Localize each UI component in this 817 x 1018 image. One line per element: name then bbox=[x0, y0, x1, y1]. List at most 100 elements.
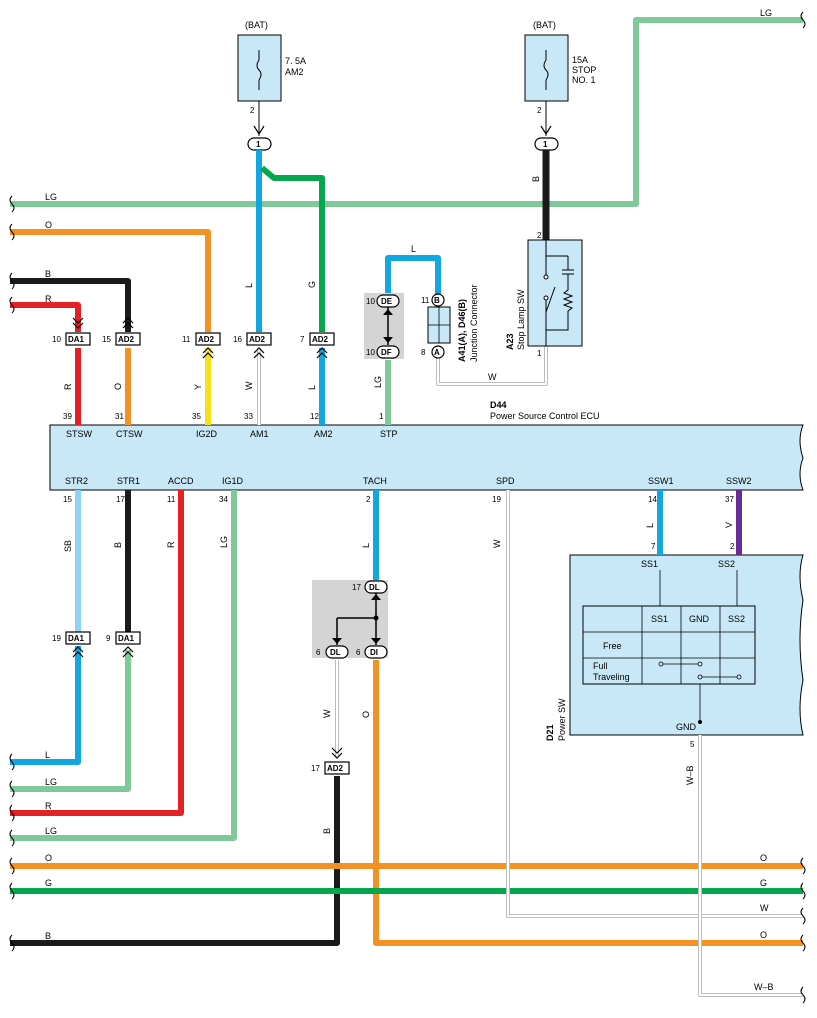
connector-ad2-11: AD2 11 bbox=[182, 332, 221, 359]
connector-ad2-7: AD2 7 bbox=[300, 332, 335, 359]
svg-text:17: 17 bbox=[352, 583, 361, 592]
svg-text:9: 9 bbox=[106, 634, 111, 643]
svg-text:G: G bbox=[307, 281, 317, 288]
svg-text:DE: DE bbox=[381, 297, 393, 306]
fuse-am2-rating: 7. 5A bbox=[285, 56, 306, 66]
power-sw-code: D21 bbox=[545, 724, 555, 741]
wire-break-marks bbox=[9, 11, 806, 314]
fuse-stop-number: NO. 1 bbox=[572, 75, 596, 85]
svg-text:L: L bbox=[244, 283, 254, 288]
svg-text:B: B bbox=[531, 176, 541, 182]
table-row-traveling-label: Traveling bbox=[593, 672, 630, 682]
upper-connectors: DA1 10 AD2 15 AD2 11 AD2 16 AD2 7 bbox=[52, 317, 335, 359]
svg-text:R: R bbox=[45, 801, 52, 811]
svg-text:R: R bbox=[166, 541, 176, 548]
svg-text:AD2: AD2 bbox=[327, 764, 344, 773]
power-source-control-ecu: D44 Power Source Control ECU STSW CTSW I… bbox=[49, 400, 804, 504]
power-sw-ss2-label: SS2 bbox=[718, 559, 735, 569]
power-sw-name: Power SW bbox=[557, 698, 567, 741]
ecu-name: Power Source Control ECU bbox=[490, 411, 600, 421]
svg-text:DL: DL bbox=[330, 648, 341, 657]
pin-stp: 1 bbox=[379, 412, 384, 421]
pin-accd: 11 bbox=[167, 495, 176, 504]
svg-text:8: 8 bbox=[421, 348, 426, 357]
svg-text:AD2: AD2 bbox=[312, 335, 329, 344]
pin-spd: 19 bbox=[492, 495, 501, 504]
svg-text:W: W bbox=[322, 709, 332, 718]
ecu-terminal-stsw: STSW bbox=[66, 429, 93, 439]
svg-text:B: B bbox=[434, 296, 440, 305]
svg-text:10: 10 bbox=[366, 348, 375, 357]
ecu-terminal-ig2d: IG2D bbox=[196, 429, 218, 439]
svg-text:DA1: DA1 bbox=[68, 634, 85, 643]
stop-switch-code: A23 bbox=[505, 333, 515, 350]
svg-text:Y: Y bbox=[193, 384, 203, 390]
svg-text:O: O bbox=[45, 220, 52, 230]
svg-text:6: 6 bbox=[356, 648, 361, 657]
svg-text:A: A bbox=[434, 348, 440, 357]
svg-text:DL: DL bbox=[369, 583, 380, 592]
pin-ssw1: 14 bbox=[648, 495, 657, 504]
svg-text:L: L bbox=[411, 244, 416, 254]
svg-text:L: L bbox=[307, 385, 317, 390]
svg-text:11: 11 bbox=[182, 335, 191, 344]
power-sw-pin-ss1: 7 bbox=[651, 542, 656, 551]
svg-text:(BAT): (BAT) bbox=[245, 20, 268, 30]
svg-text:O: O bbox=[760, 853, 767, 863]
svg-text:16: 16 bbox=[233, 335, 242, 344]
svg-text:O: O bbox=[361, 711, 371, 718]
svg-text:L: L bbox=[645, 523, 655, 528]
fuse-am2-name: AM2 bbox=[285, 67, 304, 77]
svg-text:17: 17 bbox=[311, 764, 320, 773]
lower-connectors: DA1 19 DA1 9 AD2 17 bbox=[52, 631, 350, 775]
svg-text:W: W bbox=[492, 539, 502, 548]
svg-text:2: 2 bbox=[537, 106, 542, 115]
svg-text:6: 6 bbox=[316, 648, 321, 657]
svg-text:LG: LG bbox=[373, 376, 383, 388]
svg-text:LG: LG bbox=[219, 536, 229, 548]
table-header-ss1: SS1 bbox=[651, 614, 668, 624]
svg-text:11: 11 bbox=[421, 296, 430, 305]
connector-da1-9: DA1 9 bbox=[106, 631, 141, 658]
svg-text:W: W bbox=[760, 903, 769, 913]
tach-junction: DL 17 DL 6 DI 6 bbox=[312, 580, 388, 659]
fuse-stop: (BAT) 15A STOP NO. 1 2 1 bbox=[524, 20, 596, 151]
ecu-terminal-tach: TACH bbox=[363, 476, 387, 486]
svg-text:W–B: W–B bbox=[685, 765, 695, 785]
svg-text:R: R bbox=[45, 294, 52, 304]
pin-str2: 15 bbox=[63, 495, 72, 504]
fuse-am2: (BAT) 7. 5A AM2 2 1 bbox=[237, 20, 306, 151]
table-row-full-label: Full bbox=[593, 661, 608, 671]
ecu-terminal-spd: SPD bbox=[496, 476, 515, 486]
junction-name: Junction Connector bbox=[469, 284, 479, 362]
ecu-terminal-ssw1: SSW1 bbox=[648, 476, 674, 486]
svg-text:B: B bbox=[113, 542, 123, 548]
pin-stsw: 39 bbox=[63, 412, 72, 421]
svg-text:L: L bbox=[45, 750, 50, 760]
connector-ad2-16: AD2 16 bbox=[233, 332, 272, 359]
pin-ctsw: 31 bbox=[115, 412, 124, 421]
pin-ssw2: 37 bbox=[725, 495, 734, 504]
svg-text:10: 10 bbox=[52, 335, 61, 344]
ecu-terminal-str2: STR2 bbox=[65, 476, 88, 486]
pin-tach: 2 bbox=[366, 495, 371, 504]
pin-ig1d: 34 bbox=[219, 495, 228, 504]
svg-text:B: B bbox=[45, 269, 51, 279]
svg-text:DA1: DA1 bbox=[68, 335, 85, 344]
power-sw-ss1-label: SS1 bbox=[641, 559, 658, 569]
power-switch: SS1 SS2 SS1 GND SS2 Free Full Traveling … bbox=[545, 542, 804, 749]
svg-text:AD2: AD2 bbox=[198, 335, 215, 344]
power-sw-pin-gnd: 5 bbox=[690, 740, 695, 749]
svg-text:(BAT): (BAT) bbox=[533, 20, 556, 30]
stop-lamp-switch: 2 1 A23 Stop Lamp SW bbox=[505, 231, 583, 358]
svg-text:G: G bbox=[45, 878, 52, 888]
svg-text:DF: DF bbox=[381, 348, 392, 357]
ecu-terminal-am1: AM1 bbox=[250, 429, 269, 439]
svg-text:SB: SB bbox=[63, 540, 73, 552]
connector-ad2-17: AD2 17 bbox=[311, 747, 350, 775]
svg-text:AD2: AD2 bbox=[249, 335, 266, 344]
svg-text:7: 7 bbox=[300, 335, 305, 344]
svg-text:W: W bbox=[244, 381, 254, 390]
connector-da1-10: DA1 10 bbox=[52, 317, 91, 346]
